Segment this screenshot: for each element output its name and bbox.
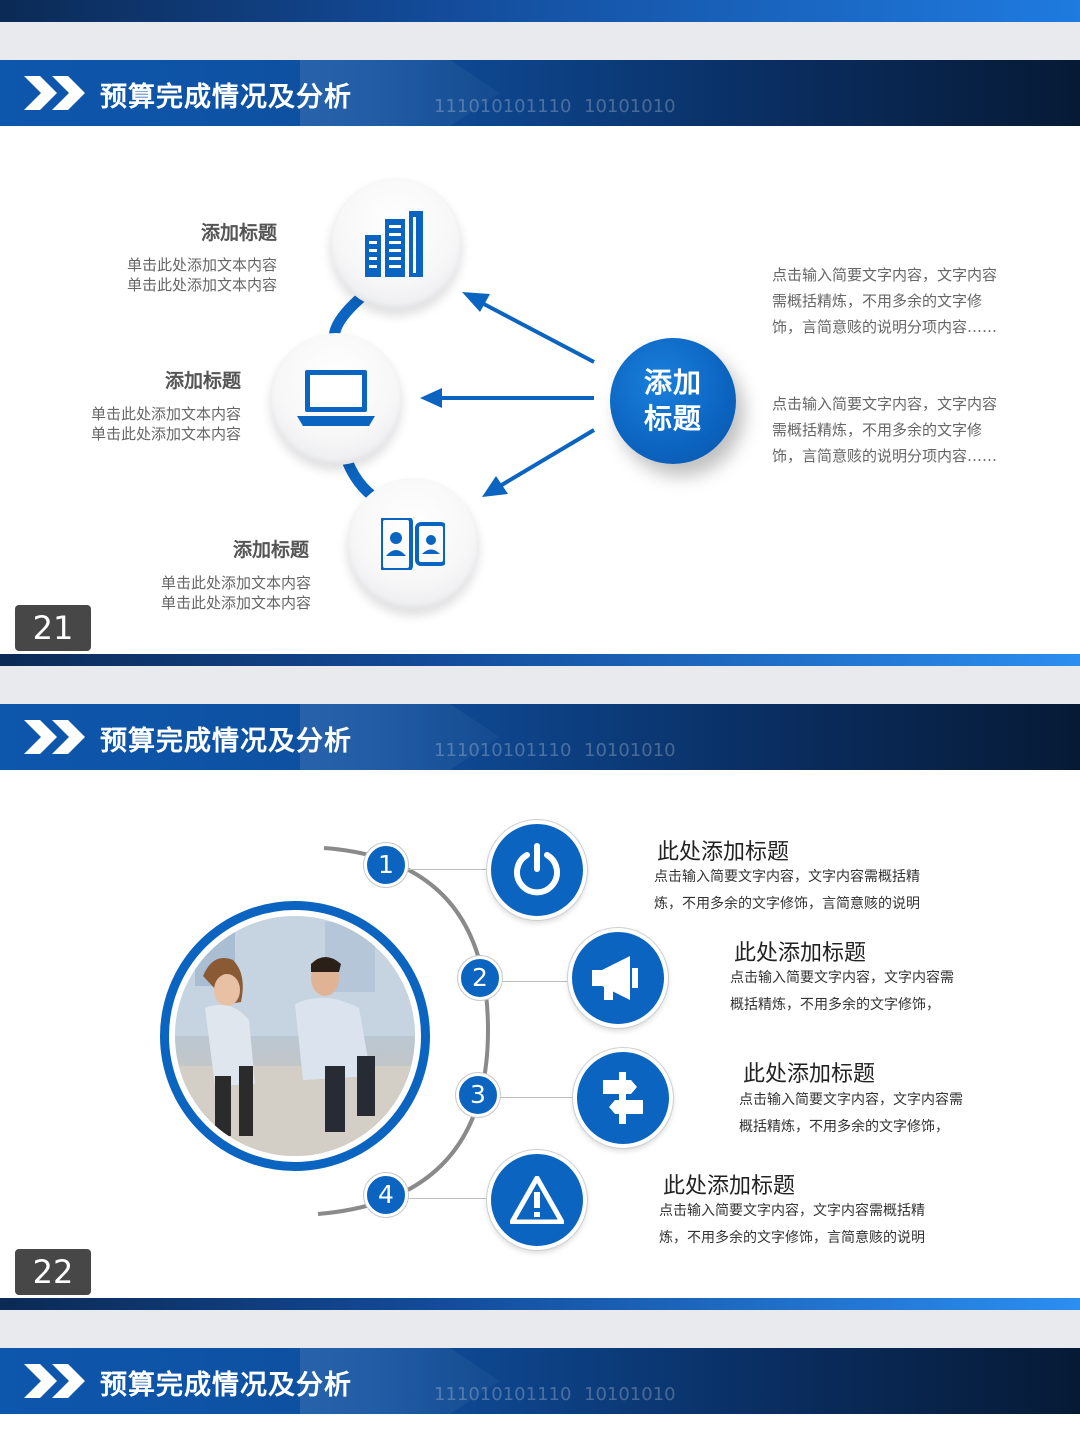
page-number-22: 22 bbox=[15, 1249, 91, 1295]
slide21-arrows bbox=[420, 292, 596, 497]
binary-text-1: 111010101110 bbox=[434, 740, 572, 761]
connector-1 bbox=[408, 869, 490, 870]
s22-item2-title: 此处添加标题 bbox=[734, 941, 867, 966]
item1-title: 添加标题 bbox=[200, 222, 277, 244]
item1-line1: 单击此处添加文本内容 bbox=[126, 256, 277, 274]
connector-4 bbox=[408, 1198, 490, 1199]
right-paragraph-2: 点击输入简要文字内容，文字内容需概括精炼，不用多余的文字修饰，言简意赅的说明分项… bbox=[772, 395, 998, 465]
slide21-bottom-strip bbox=[0, 654, 1080, 666]
s22-item4-line2: 炼，不用多余的文字修饰，言简意赅的说明 bbox=[659, 1230, 925, 1246]
megaphone-icon bbox=[592, 956, 638, 1000]
center-bubble-line1: 添加 bbox=[643, 366, 702, 399]
header-arrow-decoration bbox=[300, 1348, 500, 1414]
right-paragraph-1: 点击输入简要文字内容，文字内容需概括精炼，不用多余的文字修饰，言简意赅的说明分项… bbox=[772, 266, 998, 336]
double-chevron-icon bbox=[24, 720, 85, 754]
binary-text-2: 10101010 bbox=[584, 1384, 676, 1405]
s22-item1-line1: 点击输入简要文字内容，文字内容需概括精 bbox=[654, 869, 920, 885]
s22-item4-title: 此处添加标题 bbox=[663, 1174, 796, 1199]
connector-3 bbox=[500, 1097, 576, 1098]
binary-text-2: 10101010 bbox=[584, 740, 676, 761]
slide23-content bbox=[0, 1414, 1080, 1440]
number-badge-3: 3 bbox=[456, 1073, 500, 1117]
binary-text-1: 111010101110 bbox=[434, 1384, 572, 1405]
s22-item3-title: 此处添加标题 bbox=[743, 1062, 876, 1087]
slide23-header: 预算完成情况及分析 111010101110 10101010 bbox=[0, 1348, 1080, 1414]
contacts-icon bbox=[381, 518, 445, 570]
header-arrow-decoration bbox=[300, 60, 500, 126]
building-ring bbox=[330, 178, 462, 310]
top-blue-strip bbox=[0, 0, 1080, 22]
signpost-icon bbox=[603, 1072, 643, 1124]
s22-item4-line1: 点击输入简要文字内容，文字内容需概括精 bbox=[659, 1203, 925, 1219]
s22-item1-line2: 炼，不用多余的文字修饰，言简意赅的说明 bbox=[654, 896, 920, 912]
item3-body: 单击此处添加文本内容 单击此处添加文本内容 bbox=[112, 573, 311, 613]
slide22-title: 预算完成情况及分析 bbox=[100, 726, 352, 757]
laptop-icon bbox=[297, 370, 375, 426]
s22-item1-title: 此处添加标题 bbox=[657, 840, 790, 865]
slide22-arc bbox=[317, 846, 491, 1216]
item1-body: 单击此处添加文本内容 单击此处添加文本内容 bbox=[80, 255, 277, 295]
s22-item3-body: 点击输入简要文字内容，文字内容需 概括精炼，不用多余的文字修饰， bbox=[739, 1087, 963, 1141]
binary-text-2: 10101010 bbox=[584, 96, 676, 117]
s22-item1-body: 点击输入简要文字内容，文字内容需概括精 炼，不用多余的文字修饰，言简意赅的说明 bbox=[654, 864, 920, 918]
power-circle bbox=[487, 820, 587, 920]
s22-item2-line1: 点击输入简要文字内容，文字内容需 bbox=[730, 970, 954, 986]
s22-item2-body: 点击输入简要文字内容，文字内容需 概括精炼，不用多余的文字修饰， bbox=[730, 965, 954, 1019]
slide22-bottom-strip bbox=[0, 1298, 1080, 1310]
double-chevron-icon bbox=[24, 1364, 85, 1398]
laptop-ring bbox=[270, 333, 402, 465]
slide21-content bbox=[0, 126, 1080, 654]
connector-2 bbox=[502, 981, 572, 982]
slide22-header: 预算完成情况及分析 111010101110 10101010 bbox=[0, 704, 1080, 770]
contacts-ring bbox=[347, 478, 479, 610]
double-chevron-icon bbox=[24, 76, 85, 110]
item3-line2: 单击此处添加文本内容 bbox=[160, 594, 311, 612]
signpost-circle bbox=[573, 1048, 673, 1148]
s22-item3-line2: 概括精炼，不用多余的文字修饰， bbox=[739, 1119, 949, 1135]
slide21-header: 预算完成情况及分析 111010101110 10101010 bbox=[0, 60, 1080, 126]
number-badge-2: 2 bbox=[458, 956, 502, 1000]
number-badge-1: 1 bbox=[364, 843, 408, 887]
number-badge-4: 4 bbox=[364, 1173, 408, 1217]
item2-body: 单击此处添加文本内容 单击此处添加文本内容 bbox=[44, 404, 241, 444]
s22-item3-line1: 点击输入简要文字内容，文字内容需 bbox=[739, 1092, 963, 1108]
item3-line1: 单击此处添加文本内容 bbox=[160, 574, 311, 592]
team-photo-frame bbox=[160, 901, 430, 1171]
binary-text-1: 111010101110 bbox=[434, 96, 572, 117]
warning-circle bbox=[487, 1150, 587, 1250]
slide23-title: 预算完成情况及分析 bbox=[100, 1370, 352, 1401]
page-number-21: 21 bbox=[15, 605, 91, 651]
slide21-title: 预算完成情况及分析 bbox=[100, 82, 352, 113]
power-icon bbox=[514, 843, 560, 896]
header-arrow-decoration bbox=[300, 704, 500, 770]
center-bubble-line2: 标题 bbox=[643, 402, 702, 435]
team-photo bbox=[175, 916, 415, 1156]
item2-line1: 单击此处添加文本内容 bbox=[90, 405, 241, 423]
s22-item2-line2: 概括精炼，不用多余的文字修饰， bbox=[730, 997, 940, 1013]
center-bubble: 添加 标题 bbox=[610, 338, 736, 464]
item2-line2: 单击此处添加文本内容 bbox=[90, 425, 241, 443]
s22-item4-body: 点击输入简要文字内容，文字内容需概括精 炼，不用多余的文字修饰，言简意赅的说明 bbox=[659, 1198, 925, 1252]
item2-title: 添加标题 bbox=[164, 370, 241, 392]
warning-icon bbox=[510, 1176, 564, 1224]
item1-line2: 单击此处添加文本内容 bbox=[126, 276, 277, 294]
building-icon bbox=[365, 211, 423, 277]
megaphone-circle bbox=[568, 928, 668, 1028]
team-photo-illustration bbox=[175, 916, 415, 1156]
item3-title: 添加标题 bbox=[232, 539, 309, 561]
